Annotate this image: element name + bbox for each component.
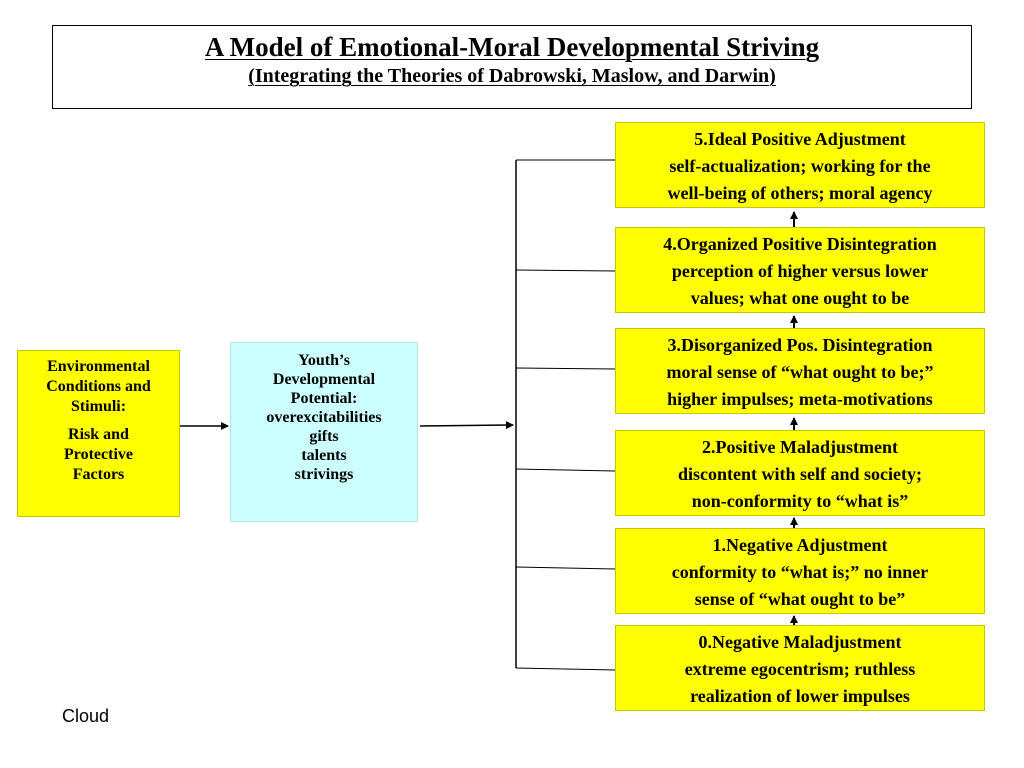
bracket-branch-2 (515, 468, 616, 472)
bracket-branch-3 (515, 367, 616, 370)
stage-4-box: 4.Organized Positive Disintegration perc… (615, 227, 985, 313)
environment-box: Environmental Conditions and Stimuli: Ri… (17, 350, 180, 517)
stage-line: discontent with self and society; (678, 464, 922, 484)
stage-line: conformity to “what is;” no inner (671, 562, 929, 582)
stage-title: 4.Organized Positive Disintegration (663, 234, 937, 254)
stage-line: moral sense of “what ought to be;” (666, 362, 934, 382)
arrow-youth-to-bracket (419, 421, 514, 430)
stage-line: values; what one ought to be (690, 288, 910, 308)
env-line: Factors (72, 466, 125, 483)
bracket-branch-4 (515, 269, 616, 272)
stage-line: higher impulses; meta-motivations (667, 389, 933, 409)
stage-title: 3.Disorganized Pos. Disintegration (667, 335, 933, 355)
env-line: Protective (64, 446, 133, 463)
stage-line: perception of higher versus lower (671, 261, 929, 281)
youth-line: Potential: (290, 390, 358, 407)
bracket-branch-1 (515, 566, 616, 570)
bracket-branch-0 (515, 667, 616, 671)
stage-5-box: 5.Ideal Positive Adjustment self-actuali… (615, 122, 985, 208)
env-line: Conditions and (46, 378, 151, 395)
env-line: Environmental (47, 358, 150, 375)
stage-title: 5.Ideal Positive Adjustment (694, 129, 906, 149)
stage-line: self-actualization; working for the (669, 156, 931, 176)
youth-potential-box: Youth’s Developmental Potential: overexc… (230, 342, 418, 522)
youth-line: talents (301, 447, 347, 464)
youth-line: Youth’s (298, 352, 350, 369)
diagram-subtitle: (Integrating the Theories of Dabrowski, … (248, 65, 776, 87)
footer-label: Cloud (62, 706, 110, 726)
youth-line: overexcitabilities (266, 409, 382, 426)
stage-3-box: 3.Disorganized Pos. Disintegration moral… (615, 328, 985, 414)
diagram-title: A Model of Emotional-Moral Developmental… (204, 32, 820, 62)
stage-line: well-being of others; moral agency (667, 183, 933, 203)
stage-line: non-conformity to “what is” (691, 491, 909, 511)
env-line: Stimuli: (70, 398, 127, 415)
stage-title: 1.Negative Adjustment (712, 535, 888, 555)
stage-line: extreme egocentrism; ruthless (684, 659, 916, 679)
youth-line: Developmental (272, 371, 376, 388)
youth-line: gifts (309, 428, 339, 445)
youth-line: strivings (294, 466, 354, 483)
stage-0-box: 0.Negative Maladjustment extreme egocent… (615, 625, 985, 711)
title-box: A Model of Emotional-Moral Developmental… (52, 25, 972, 109)
stage-title: 0.Negative Maladjustment (698, 632, 902, 652)
stage-line: realization of lower impulses (690, 686, 910, 706)
stage-line: sense of “what ought to be” (694, 589, 906, 609)
stage-title: 2.Positive Maladjustment (702, 437, 898, 457)
stage-2-box: 2.Positive Maladjustment discontent with… (615, 430, 985, 516)
stage-1-box: 1.Negative Adjustment conformity to “wha… (615, 528, 985, 614)
env-line: Risk and (68, 426, 129, 443)
